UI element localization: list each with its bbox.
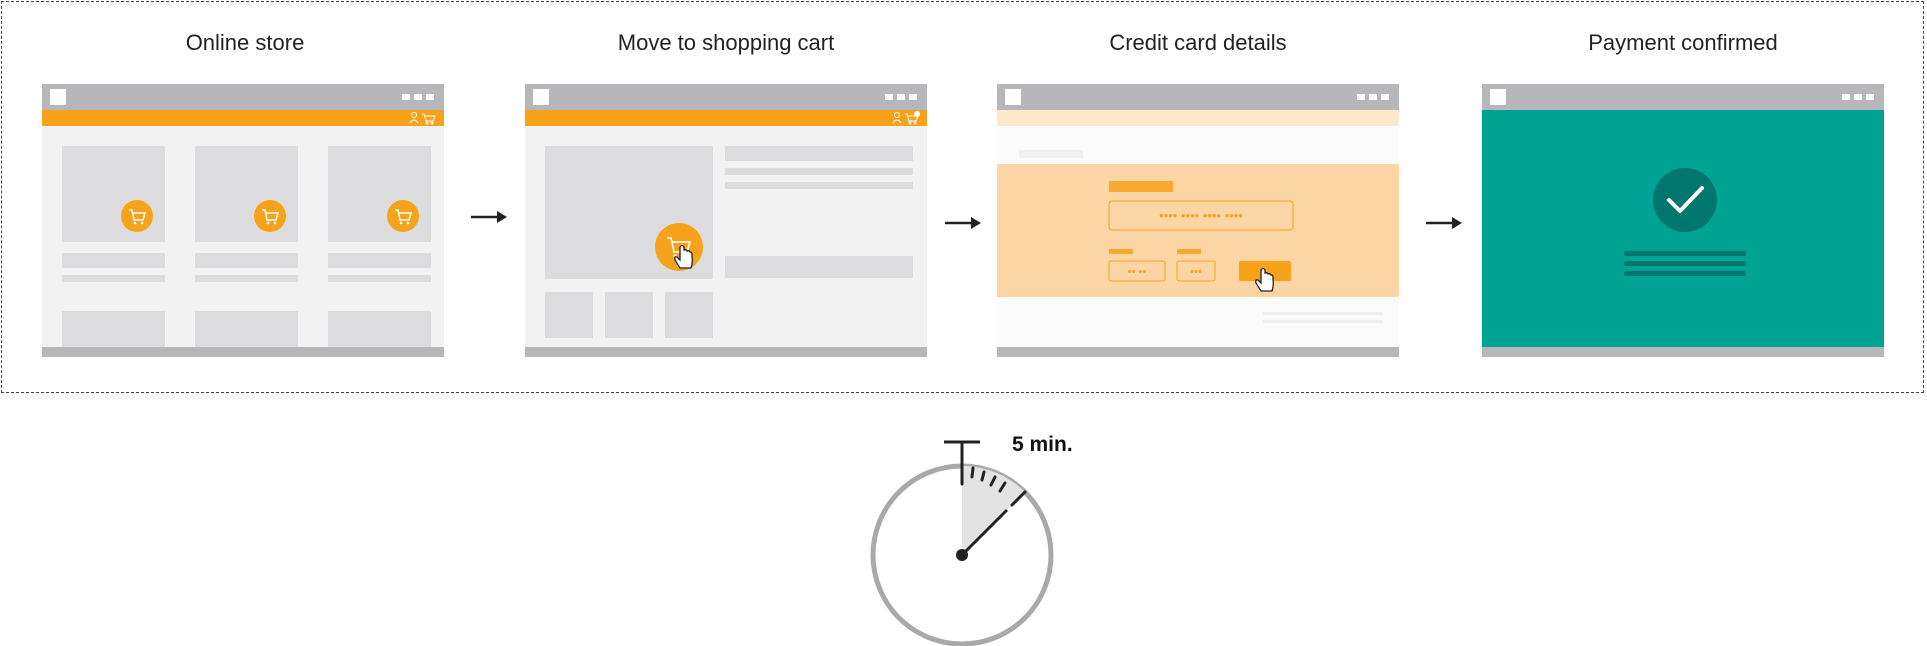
browser-window-icon [1005,89,1021,105]
user-icon [892,112,902,124]
mockup-online-store [42,84,444,357]
hand-cursor-icon [674,244,693,269]
add-to-cart-button-3 [387,200,419,232]
step-title-payment-confirmed: Payment confirmed [1588,30,1778,55]
browser-titlebar [42,84,444,110]
store-header-bar [42,110,444,126]
mockup-credit-card: •••• •••• •••• •••• •• •• ••• [997,84,1399,357]
mockup-payment-confirmed [1482,84,1884,357]
step-title-shopping-cart: Move to shopping cart [617,30,835,55]
user-icon [409,112,419,124]
arrow-right-icon [471,211,507,223]
elapsed-sector [962,465,1025,555]
timer-label: 5 min. [1012,433,1073,456]
browser-window-icon [533,89,549,105]
step-title-online-store: Online store [185,30,305,55]
cart-icon [422,113,436,125]
browser-window-icon [1490,89,1506,105]
checkmark-icon [1653,168,1717,232]
svg-text:•• ••: •• •• [1128,266,1147,278]
process-frame [1,1,1924,393]
cart-badge [914,111,920,117]
arrow-right-icon [1426,217,1462,229]
browser-footer-bar [42,347,444,357]
step-title-credit-card: Credit card details [1109,30,1287,55]
mockup-shopping-cart [525,84,927,357]
add-to-cart-button-2 [254,200,286,232]
card-number-mask: •••• •••• •••• •••• [1159,208,1243,223]
window-controls-icon [1842,94,1874,100]
hand-cursor-icon [1255,267,1274,292]
product-image-2 [195,146,298,242]
window-controls-icon [1357,94,1389,100]
card-number-field [1108,200,1294,231]
product-image-3 [328,146,431,242]
window-controls-icon [885,94,917,100]
stopwatch-icon [870,440,1054,646]
arrow-right-icon [945,217,981,229]
browser-window-icon [50,89,66,105]
add-to-cart-button-1 [121,200,153,232]
svg-text:•••: ••• [1190,266,1202,278]
product-image-1 [62,146,165,242]
window-controls-icon [402,94,434,100]
expiry-field [1108,260,1166,282]
cvv-field [1176,260,1216,282]
